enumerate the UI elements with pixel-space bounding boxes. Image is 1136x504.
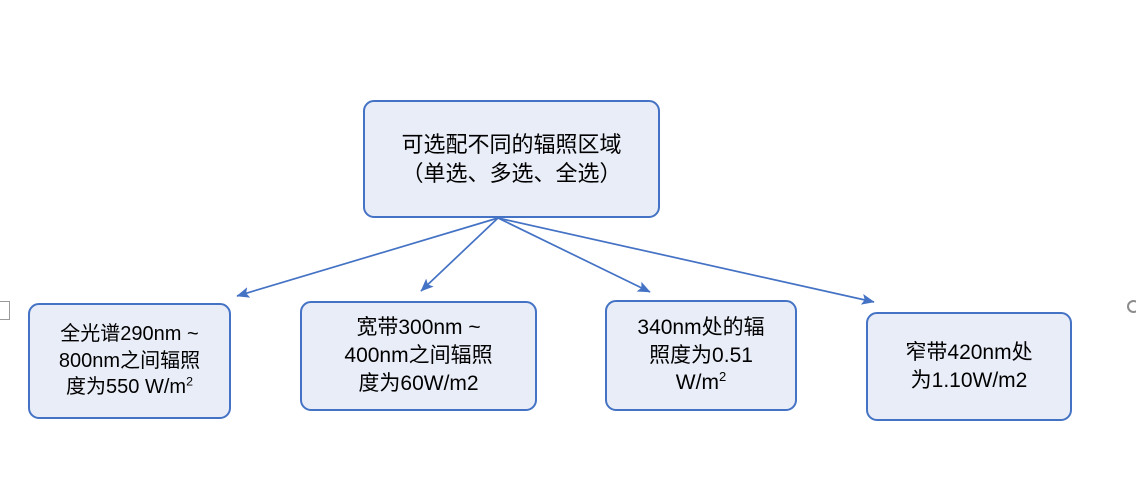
full-spectrum-line3: 度为550 W/m (66, 376, 187, 399)
connector-root-to-narrowband (497, 217, 875, 305)
node-broadband-label: 宽带300nm ~ 400nm之间辐照度为60W/m2 (308, 314, 529, 397)
connector-root-to-broadband (420, 217, 499, 292)
node-root-label: 可选配不同的辐照区域 （单选、多选、全选） (401, 131, 622, 186)
selection-handle-right[interactable] (1127, 300, 1136, 313)
node-full-spectrum-label: 全光谱290nm ~ 800nm之间辐照度为550 W/m2 (36, 321, 223, 400)
full-spectrum-line2: 800nm之间辐照 (58, 349, 201, 372)
narrowband-line1: 窄带420nm处 (905, 340, 1033, 364)
node-irradiance-zone-options[interactable]: 可选配不同的辐照区域 （单选、多选、全选） (363, 100, 660, 218)
node-broadband[interactable]: 宽带300nm ~ 400nm之间辐照度为60W/m2 (300, 301, 537, 411)
point-340-line1: 340nm处的辐 (637, 315, 765, 339)
selection-handle-left[interactable] (0, 301, 10, 320)
node-narrowband-label: 窄带420nm处为1.10W/m2 (874, 339, 1064, 394)
full-spectrum-unit-superscript: 2 (186, 374, 193, 389)
connector-root-to-point-340 (497, 217, 651, 293)
point-340-line2: 照度为0.51 (649, 343, 753, 367)
node-full-spectrum[interactable]: 全光谱290nm ~ 800nm之间辐照度为550 W/m2 (28, 303, 231, 419)
point-340-unit-superscript: 2 (718, 369, 727, 385)
point-340-line3: W/m (675, 371, 719, 395)
node-narrowband[interactable]: 窄带420nm处为1.10W/m2 (866, 312, 1072, 421)
broadband-line3: 度为60W/m2 (358, 371, 479, 395)
full-spectrum-line1: 全光谱290nm ~ (60, 323, 199, 346)
broadband-line1: 宽带300nm ~ (356, 316, 481, 340)
connector-root-to-full-spectrum (236, 217, 499, 298)
broadband-line2: 400nm之间辐照 (344, 344, 493, 368)
narrowband-line2: 为1.10W/m2 (910, 368, 1028, 392)
